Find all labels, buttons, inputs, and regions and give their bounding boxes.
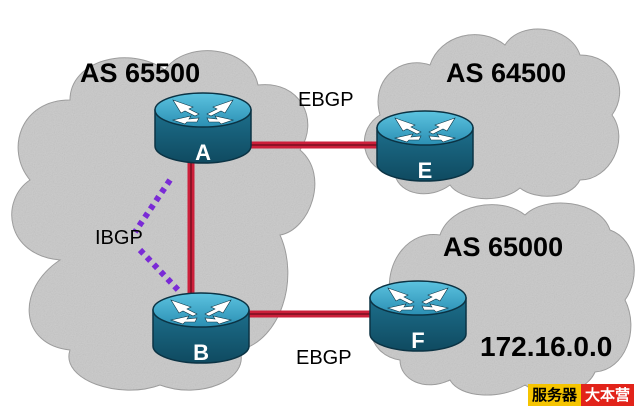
ibgp-session-a-b	[132, 178, 183, 295]
router-a: A	[154, 92, 252, 165]
ibgp-label: IBGP	[95, 227, 143, 249]
router-e: E	[376, 110, 474, 183]
as-65000-label: AS 65000	[443, 232, 563, 262]
watermark-part2: 大本营	[580, 384, 634, 406]
as-64500-label: AS 64500	[446, 58, 566, 88]
watermark-part1: 服务器	[527, 384, 581, 406]
router-b-label: B	[193, 340, 209, 365]
router-e-label: E	[418, 158, 433, 183]
ebgp-bottom-label: EBGP	[296, 347, 352, 369]
router-f-label: F	[411, 328, 424, 353]
watermark-badge: 服务器 大本营	[527, 384, 634, 406]
as-65500-label: AS 65500	[80, 58, 200, 88]
router-b: B	[152, 292, 250, 365]
router-f: F	[369, 280, 467, 353]
router-a-label: A	[195, 140, 211, 165]
network-prefix-label: 172.16.0.0	[480, 331, 612, 362]
ebgp-top-label: EBGP	[298, 89, 354, 111]
